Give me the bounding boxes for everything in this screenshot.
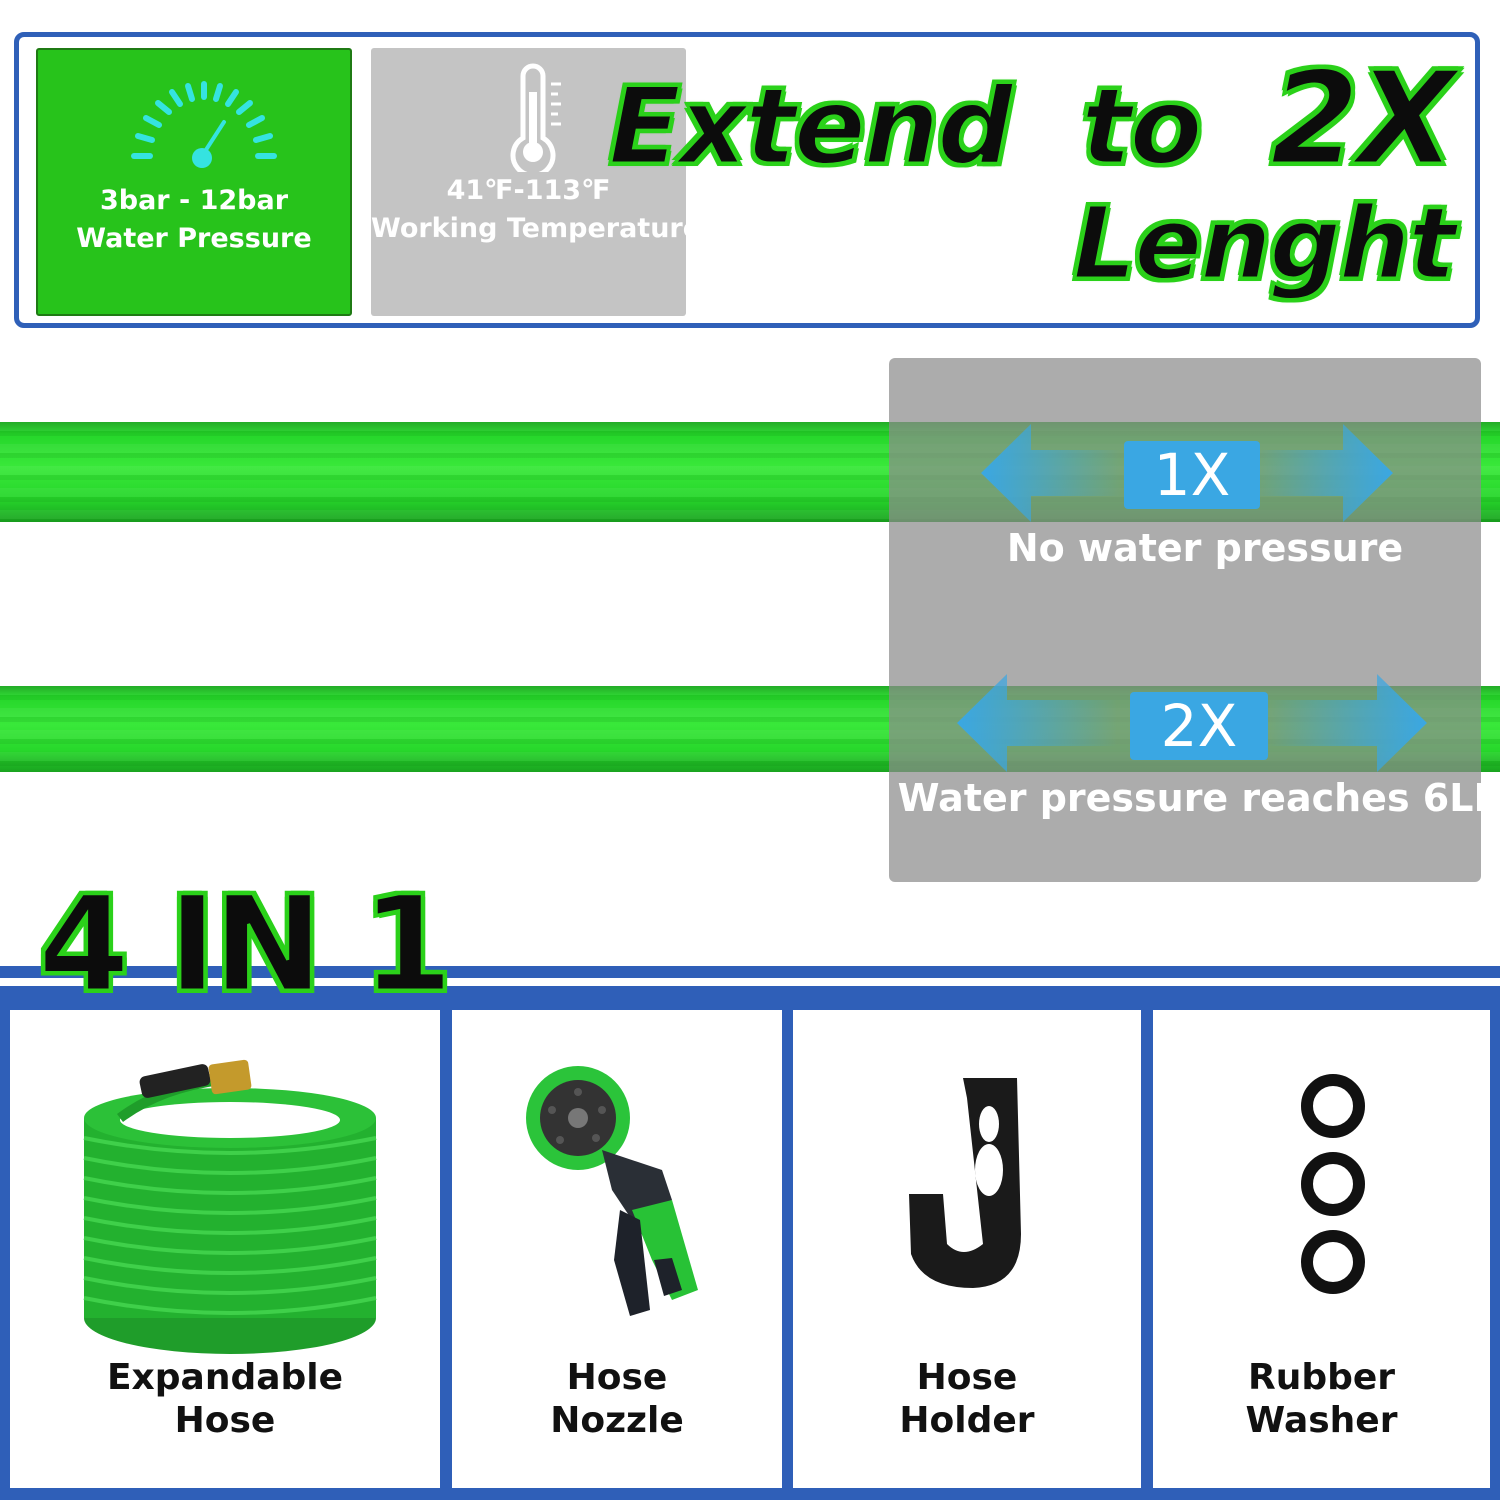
bundle-item-label-line1: Hose: [566, 1357, 668, 1398]
bundle-item-label-line2: Holder: [899, 1400, 1035, 1441]
bundle-item-label-line2: Hose: [174, 1400, 276, 1441]
bundle-frame-stripe: [0, 978, 1500, 986]
double-arrow-icon: [981, 424, 1393, 522]
rubber-washer-icon: [1301, 1074, 1365, 1294]
spec-text-pressure: 3bar - 12bar Water Pressure: [38, 182, 350, 258]
bundle-item-hose-nozzle: Hose Nozzle: [452, 1010, 782, 1488]
spec-pressure-label: Water Pressure: [76, 223, 312, 254]
bundle-item-label-line1: Hose: [916, 1357, 1018, 1398]
scale-badge-2x: 2X: [1130, 692, 1268, 760]
bundle-item-label: Hose Holder: [793, 1356, 1141, 1442]
bundle-item-label: Expandable Hose: [10, 1356, 440, 1442]
bundle-item-label: Hose Nozzle: [452, 1356, 782, 1442]
bundle-item-label-line1: Rubber: [1247, 1357, 1396, 1398]
bundle-title: 4 IN 1: [36, 868, 454, 1022]
headline-word-extend: Extend: [607, 65, 1015, 188]
headline-line-1: Extend to 2X: [607, 54, 1458, 188]
bundle-item-hose-holder: Hose Holder: [793, 1010, 1141, 1488]
bundle-item-label-line2: Washer: [1245, 1400, 1398, 1441]
spec-temperature-range: 41℉-113℉: [446, 175, 611, 206]
bundle-item-label-line1: Expandable: [106, 1357, 344, 1398]
double-arrow-icon: [957, 674, 1427, 772]
hose-nozzle-icon: [526, 1066, 698, 1316]
caption-pressure-6lb: Water pressure reaches 6LB: [897, 776, 1500, 820]
headline-word-to: to: [1079, 65, 1203, 188]
bundle-item-label-line2: Nozzle: [550, 1400, 684, 1441]
bundle-item-label: Rubber Washer: [1153, 1356, 1490, 1442]
hose-holder-icon: [909, 1078, 1021, 1288]
pressure-gauge-icon: [131, 81, 277, 168]
scale-badge-1x: 1X: [1124, 441, 1260, 509]
bundle-item-expandable-hose: Expandable Hose: [10, 1010, 440, 1488]
spec-temperature-label: Working Temperature: [371, 213, 702, 244]
spec-pressure-range: 3bar - 12bar: [99, 185, 289, 216]
spec-card-temperature: 41℉-113℉ Working Temperature: [371, 48, 702, 316]
caption-no-pressure: No water pressure: [1006, 526, 1404, 570]
spec-card-pressure: 3bar - 12bar Water Pressure: [36, 48, 352, 316]
spec-text-temperature: 41℉-113℉ Working Temperature: [371, 172, 702, 248]
headline-word-2x: 2X: [1269, 45, 1458, 194]
expandable-hose-icon: [83, 1059, 377, 1354]
comparison-panel: 1X No water pressure 2X Water pressure r…: [889, 358, 1500, 882]
bundle-item-rubber-washer: Rubber Washer: [1153, 1010, 1490, 1488]
headline-line-2: Lenght: [1071, 184, 1457, 304]
thermometer-icon: [510, 63, 561, 172]
